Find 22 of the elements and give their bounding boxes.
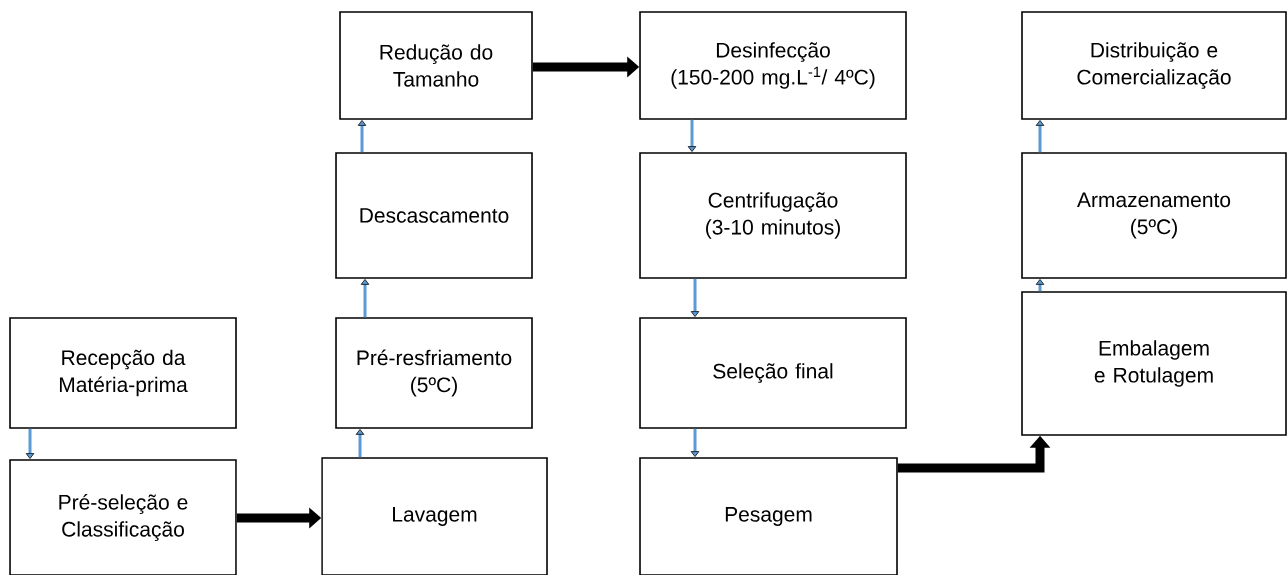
arrow (25, 428, 35, 459)
process-box: Distribuição e Comercialização (1021, 11, 1287, 120)
arrow (357, 120, 367, 153)
process-box: Redução do Tamanho (339, 11, 533, 120)
process-box: Desinfecção (150-200 mg.L$^{-1}$/ 4ºC) (639, 11, 907, 120)
arrow (360, 279, 370, 318)
arrow (690, 428, 700, 457)
arrow (690, 278, 700, 317)
process-box: Armazenamento (5ºC) (1021, 152, 1287, 279)
arrow (1035, 279, 1045, 292)
process-box: Recepção da Matéria-prima (9, 317, 237, 429)
process-box: Embalagem e Rotulagem (1021, 291, 1287, 436)
arrow (687, 119, 697, 152)
arrow (355, 429, 365, 458)
process-box: Lavagem (321, 457, 548, 575)
process-box: Pré-resfriamento (5ºC) (335, 317, 533, 429)
process-box: Centrifugação (3-10 minutos) (639, 152, 907, 279)
arrow (1035, 120, 1045, 153)
process-box: Pesagem (639, 457, 898, 575)
process-box: Pré-seleção e Classificação (9, 459, 237, 575)
process-box: Descascamento (335, 152, 533, 279)
process-box: Seleção final (639, 317, 907, 429)
